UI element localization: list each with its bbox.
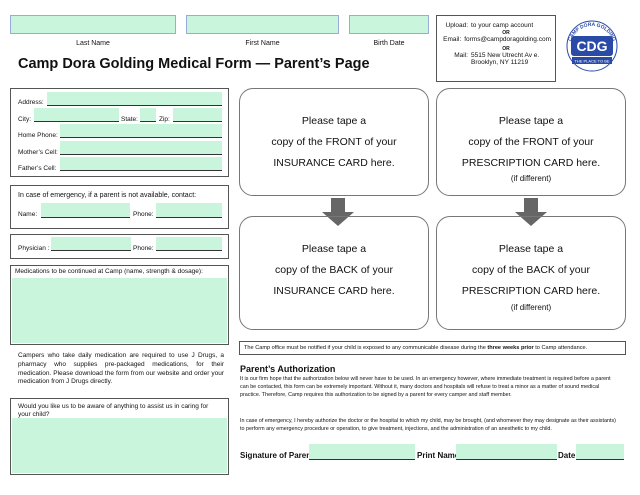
medications-note: Campers who take daily medication are re… xyxy=(18,352,224,386)
home-phone-label: Home Phone: xyxy=(18,132,58,139)
state-field[interactable] xyxy=(140,108,156,122)
down-arrow-icon xyxy=(322,198,354,226)
physician-phone-label: Phone: xyxy=(133,245,154,252)
notice-text-end: to Camp attendance. xyxy=(533,345,588,351)
assist-field[interactable] xyxy=(12,418,227,473)
date-field[interactable] xyxy=(576,444,624,460)
authorization-heading: Parent’s Authorization xyxy=(240,364,336,374)
physician-phone-field[interactable] xyxy=(156,237,222,251)
address-field[interactable] xyxy=(47,92,222,106)
last-name-label: Last Name xyxy=(76,40,110,47)
mothers-cell-field[interactable] xyxy=(60,141,222,155)
emergency-phone-field[interactable] xyxy=(156,203,222,218)
contact-info-box xyxy=(10,88,229,177)
emergency-name-field[interactable] xyxy=(41,203,130,218)
upload-label: Upload: xyxy=(445,22,468,29)
zip-label: Zip: xyxy=(159,116,170,123)
insurance-front-card: Please tape a copy of the FRONT of your … xyxy=(239,88,429,196)
card-line: INSURANCE CARD here. xyxy=(273,285,395,297)
card-line: INSURANCE CARD here. xyxy=(273,157,395,169)
medications-field[interactable] xyxy=(12,278,227,343)
emergency-heading: In case of emergency, if a parent is not… xyxy=(18,192,197,199)
mail-label: Mail: xyxy=(454,51,468,59)
fathers-cell-field[interactable] xyxy=(60,157,222,171)
zip-field[interactable] xyxy=(173,108,222,122)
logo-bottom-text: THE PLACE TO BE xyxy=(574,59,610,64)
card-line: Please tape a xyxy=(498,243,564,255)
date-label: Date xyxy=(558,451,576,460)
emergency-phone-label: Phone: xyxy=(133,211,154,218)
birth-date-field[interactable] xyxy=(349,15,429,34)
card-line: PRESCRIPTION CARD here. xyxy=(461,285,601,297)
camp-logo: CAMP DORA GOLDING CDG THE PLACE TO BE xyxy=(562,18,622,74)
assist-question: Would you like us to be aware of anythin… xyxy=(18,403,209,419)
first-name-label: First Name xyxy=(245,40,280,47)
physician-field[interactable] xyxy=(51,237,131,251)
or-separator: OR xyxy=(502,45,510,52)
mothers-cell-label: Mother’s Cell: xyxy=(18,149,58,156)
card-note: (if different) xyxy=(510,303,552,312)
physician-box xyxy=(10,234,229,259)
card-note: (if different) xyxy=(510,174,552,183)
upload-instructions-box: Upload:to your camp account OR Email:for… xyxy=(436,15,556,82)
upload-text: to your camp account xyxy=(471,22,534,29)
authorization-paragraph-1: It is our firm hope that the authorizati… xyxy=(240,376,611,398)
home-phone-field[interactable] xyxy=(60,124,222,138)
email-label: Email: xyxy=(443,35,462,43)
insurance-back-card: Please tape a copy of the BACK of your I… xyxy=(239,216,429,330)
medications-box xyxy=(10,265,229,345)
signature-label: Signature of Parent xyxy=(240,451,314,460)
card-line: copy of the FRONT of your xyxy=(468,136,594,148)
assist-box xyxy=(10,398,229,475)
city-field[interactable] xyxy=(34,108,119,122)
down-arrow-icon xyxy=(515,198,547,226)
birth-date-label: Birth Date xyxy=(373,40,405,47)
card-line: copy of the BACK of your xyxy=(472,264,590,276)
card-line: Please tape a xyxy=(301,115,367,127)
address-label: Address: xyxy=(18,99,44,106)
card-line: copy of the BACK of your xyxy=(275,264,393,276)
prescription-front-card: Please tape a copy of the FRONT of your … xyxy=(436,88,626,196)
or-separator: OR xyxy=(502,29,510,36)
notice-text: The Camp office must be notified if your… xyxy=(244,345,488,351)
page-title: Camp Dora Golding Medical Form — Parent’… xyxy=(18,56,370,72)
state-label: State: xyxy=(121,116,138,123)
authorization-paragraph-2: In case of emergency, I hereby authorize… xyxy=(240,418,616,432)
card-line: PRESCRIPTION CARD here. xyxy=(461,157,601,169)
logo-monogram: CDG xyxy=(576,38,607,54)
medications-heading: Medications to be continued at Camp (nam… xyxy=(15,268,203,275)
email-text: forms@campdoragolding.com xyxy=(464,35,551,43)
mail-line-2: Brooklyn, NY 11219 xyxy=(471,59,529,67)
mail-line-1: 5515 New Utrecht Av e. xyxy=(471,51,540,59)
disease-notice: The Camp office must be notified if your… xyxy=(239,341,626,355)
notice-bold-text: three weeks prior xyxy=(487,345,534,351)
first-name-field[interactable] xyxy=(186,15,339,34)
print-name-field[interactable] xyxy=(456,444,557,460)
card-line: copy of the FRONT of your xyxy=(271,136,397,148)
fathers-cell-label: Father’s Cell: xyxy=(18,165,57,172)
print-name-label: Print Name xyxy=(417,451,460,460)
card-line: Please tape a xyxy=(498,115,564,127)
card-line: Please tape a xyxy=(301,243,367,255)
signature-field[interactable] xyxy=(309,444,415,460)
emergency-name-label: Name: xyxy=(18,211,38,218)
city-label: City: xyxy=(18,116,31,123)
emergency-contact-box xyxy=(10,185,229,229)
last-name-field[interactable] xyxy=(10,15,176,34)
prescription-back-card: Please tape a copy of the BACK of your P… xyxy=(436,216,626,330)
physician-label: Physician : xyxy=(18,245,50,252)
